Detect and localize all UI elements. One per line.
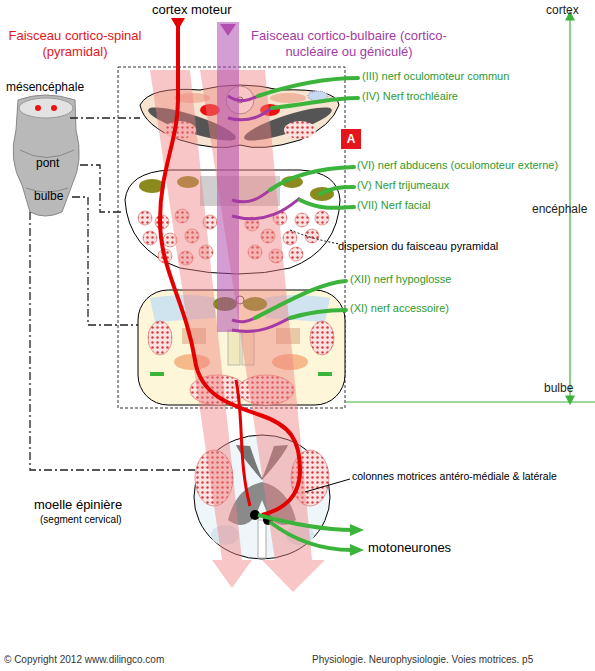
nerve-label: (XI) nerf accessoire) (350, 302, 449, 315)
motor-output (258, 515, 352, 550)
nerve-label: (VII) Nerf facial (357, 199, 430, 212)
structure-label: mésencéphale (6, 80, 84, 94)
red-nucleus (51, 105, 57, 111)
scale-label: encéphale (532, 202, 587, 216)
structure-label: bulbe (34, 189, 63, 203)
note-label: dispersion du faisceau pyramidal (338, 240, 498, 253)
structure-label: (segment cervical) (40, 514, 122, 526)
arrow-head (220, 24, 236, 36)
nerve-label: (VI) nerf abducens (oculomoteur externe) (357, 159, 558, 172)
structure-label: motoneurones (368, 540, 451, 556)
page-caption: Physiologie. Neurophysiologie. Voies mot… (312, 654, 533, 666)
midbrain-cap (19, 98, 73, 118)
nerve-label: (XII) nerf hypoglosse (350, 273, 452, 286)
arrow-head (350, 524, 364, 536)
cranial-nerve (255, 78, 358, 318)
pyramidal-fiber (160, 22, 300, 515)
arrow-head (350, 544, 364, 556)
pathway-label: Faisceau cortico-bulbaire (cortico-nuclé… (240, 28, 458, 59)
brainstem-figure (13, 95, 79, 216)
callout-letter: A (347, 132, 356, 146)
structure-label: cortex moteur (152, 2, 231, 18)
leader-line (305, 479, 350, 492)
pathway-label: Faisceau cortico-spinal (pyramidal) (0, 28, 150, 59)
copyright-note: © Copyright 2012 www.dilingco.com (4, 654, 164, 666)
corticobulbar-band (217, 22, 239, 332)
corticobulbar-branches (228, 96, 300, 331)
nerve-label: (IV) Nerf trochléaire (362, 90, 458, 103)
structure-label: moelle épinière (34, 497, 122, 513)
scale-label: bulbe (544, 381, 573, 395)
red-nucleus (35, 105, 41, 111)
callout-box: A (340, 128, 362, 150)
structure-label: colonnes motrices antéro-médiale & latér… (352, 470, 557, 483)
structure-label: pont (36, 156, 59, 170)
nerve-label: (V) Nerf trijumeaux (357, 179, 449, 192)
nerve-label: (III) nerf oculomoteur commun (362, 70, 509, 83)
scale-bar (345, 12, 595, 404)
arrow-head (171, 18, 185, 30)
scale-label: cortex (546, 3, 579, 17)
